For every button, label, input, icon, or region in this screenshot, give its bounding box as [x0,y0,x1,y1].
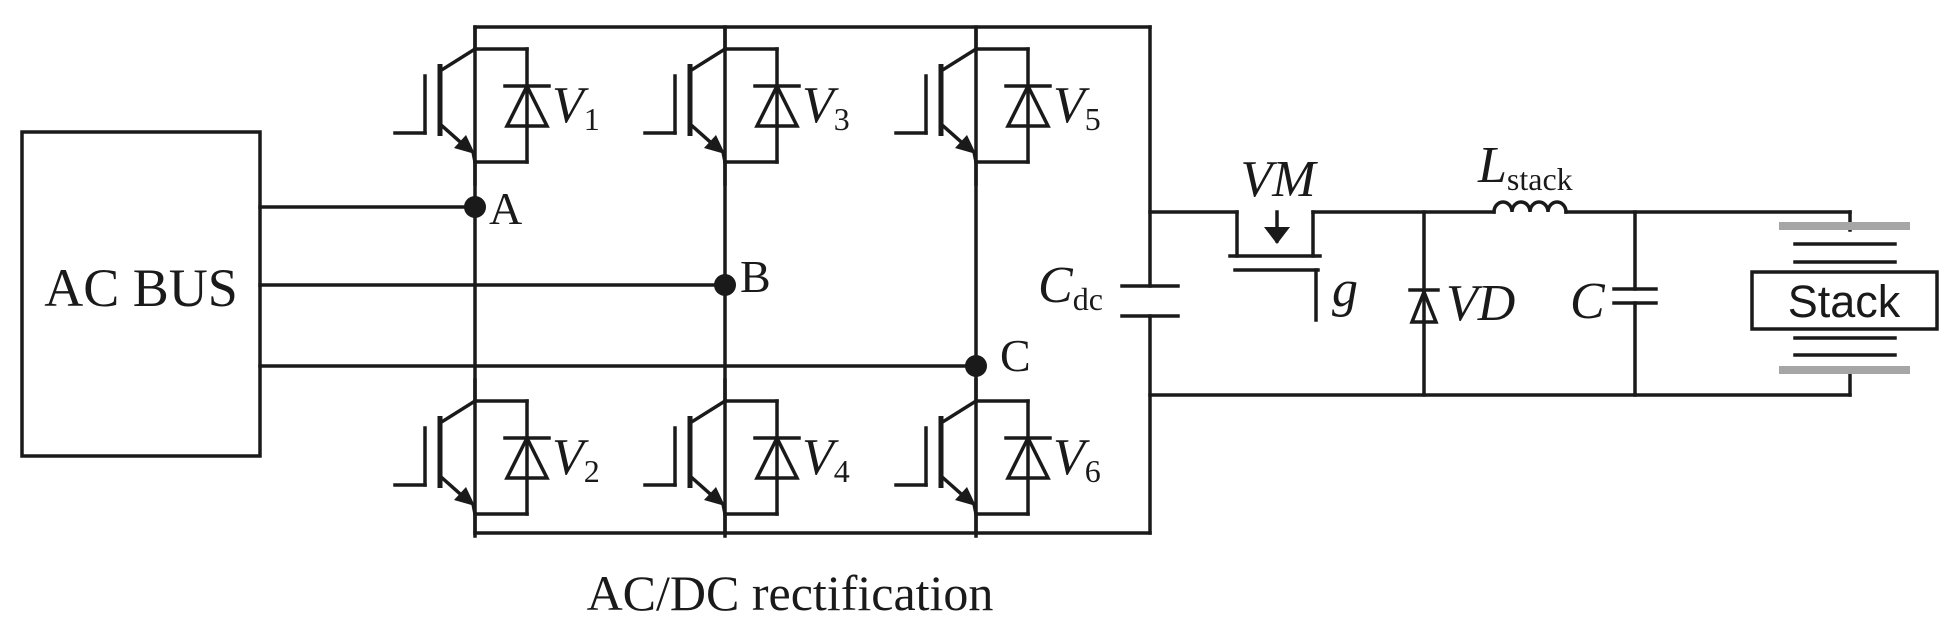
stack-plate-bottom [1779,366,1910,374]
node-c-label: C [1000,330,1031,381]
stack-box [1750,270,1939,331]
node-b-label: B [740,251,771,302]
igbt-v5 [896,28,1050,184]
igbt-v2 [395,380,549,536]
label-v4: V4 [802,429,850,489]
igbt-v6 [896,380,1050,536]
vd-label: VD [1446,275,1515,332]
label-v3: V3 [802,77,850,137]
igbt-v1 [395,28,549,184]
node-b-dot [714,274,736,296]
igbt-v3 [645,28,799,184]
inductor-coil [1492,200,1568,214]
cap-c-label: C [1570,273,1606,330]
cdc-label: Cdc [1038,257,1103,317]
stack-plate-top [1779,222,1910,230]
node-a-dot [464,196,486,218]
vm-label: VM [1240,151,1318,208]
vd-triangle [1409,287,1439,324]
ac-bus-box [20,130,262,458]
caption: AC/DC rectification [587,565,994,621]
node-c-dot [965,355,987,377]
stack-label: Stack [1788,276,1901,327]
vm-body-arrow [1264,227,1290,244]
inductor-label: Lstack [1477,137,1573,197]
igbt-v4 [645,380,799,536]
node-a-label: A [489,183,522,234]
label-v2: V2 [552,429,600,489]
label-v1: V1 [552,77,600,137]
ac-bus-label: AC BUS [44,258,238,318]
label-v6: V6 [1053,429,1101,489]
label-v5: V5 [1053,77,1101,137]
vm-gate-label: g [1332,261,1358,318]
